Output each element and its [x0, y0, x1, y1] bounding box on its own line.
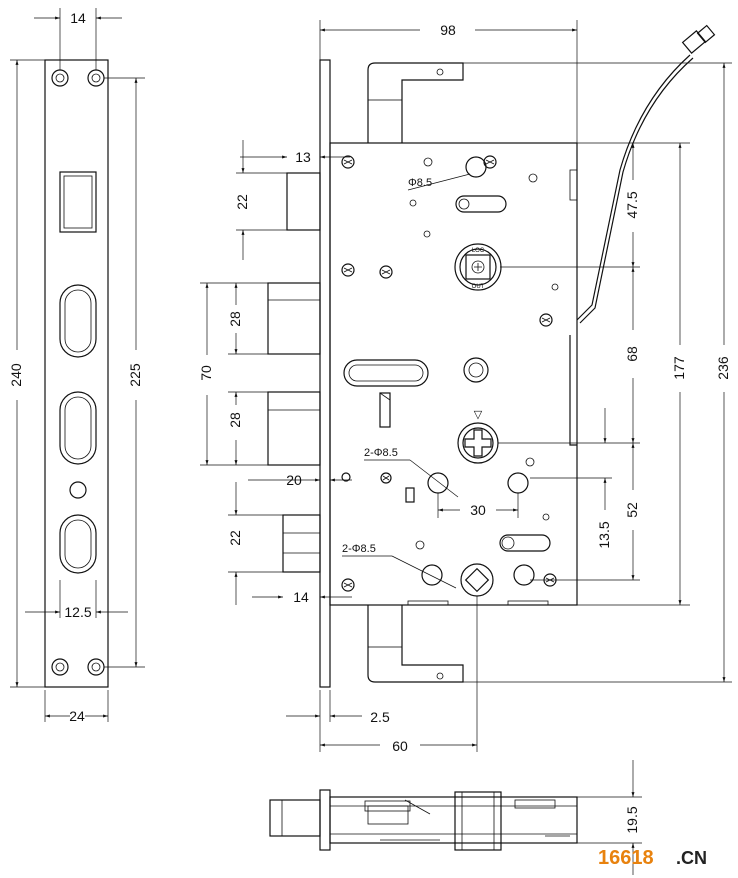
- side-case: [329, 796, 578, 844]
- cylinder-lock-label: LOC: [472, 248, 485, 254]
- square-spindle: [460, 563, 494, 597]
- lockbody-dim-28-a: 28: [227, 311, 243, 327]
- faceplate-dim-12-5: 12.5: [64, 604, 91, 620]
- lockbody-dim-98: 98: [440, 22, 456, 38]
- latch-upper: [267, 282, 321, 355]
- side-view: 19.5: [269, 760, 642, 875]
- spindle-hole-upper: [463, 357, 489, 383]
- small-rect: [405, 487, 415, 503]
- faceplate-dim-225: 225: [127, 363, 143, 387]
- lockbody-dim-13: 13: [295, 149, 311, 165]
- lockbody-dim-52: 52: [624, 502, 640, 518]
- lock-body: Φ8.5 LOC OUT ▽: [198, 20, 732, 754]
- bottom-lever: [367, 605, 464, 683]
- faceplate-slot-upper: [59, 284, 97, 358]
- lockbody-dim-68: 68: [624, 346, 640, 362]
- cross-spindle: [457, 422, 499, 464]
- lockbody-dim-177: 177: [671, 356, 687, 380]
- lower-hole-label: 2-Φ8.5: [342, 543, 376, 555]
- lockbody-dim-20: 20: [286, 472, 302, 488]
- faceplate-slot-middle: [59, 391, 97, 465]
- upper-hole-label: Φ8.5: [408, 177, 432, 189]
- top-lever: [367, 62, 464, 143]
- faceplate-deadbolt-opening: [59, 171, 97, 233]
- faceplate-dim-24: 24: [69, 708, 85, 724]
- lockbody-dim-70: 70: [198, 365, 214, 381]
- faceplate-center-hole: [69, 481, 87, 499]
- lockbody-dim-14-lower: 14: [293, 589, 309, 605]
- cylinder-out-label: OUT: [472, 284, 485, 290]
- faceplate: 14 240 225 12.5 24: [8, 8, 145, 724]
- lockbody-dim-22-upper: 22: [234, 194, 250, 210]
- lockbody-dim-22-lower: 22: [227, 530, 243, 546]
- wire: [576, 54, 691, 321]
- side-bolt: [269, 799, 321, 837]
- lower-hole-left: [421, 564, 443, 586]
- lock-case: [329, 142, 578, 606]
- middle-hole-label: 2-Φ8.5: [364, 447, 398, 459]
- middle-oval: [343, 359, 429, 387]
- faceplate-dim-240: 240: [8, 363, 24, 387]
- triangle-mark: ▽: [474, 409, 483, 421]
- deadbolt: [286, 172, 321, 231]
- right-strike: [569, 335, 577, 446]
- lockbody-dim-2-5: 2.5: [370, 709, 390, 725]
- lower-hole-right: [513, 564, 535, 586]
- watermark-suffix: .CN: [676, 848, 707, 868]
- middle-hole-right: [507, 472, 529, 494]
- lockbody-dim-13-5: 13.5: [596, 521, 612, 548]
- lockbody-dim-30: 30: [470, 502, 486, 518]
- side-dim-19-5: 19.5: [624, 806, 640, 833]
- lower-slot: [499, 534, 551, 552]
- wire-connector: [681, 30, 707, 54]
- lockbody-dim-236: 236: [715, 356, 731, 380]
- case-small-holes: [409, 157, 559, 550]
- cylinder-lock: LOC OUT: [454, 243, 502, 291]
- faceplate-outline: [44, 59, 109, 688]
- side-plate: [319, 789, 331, 851]
- side-hub: [454, 791, 502, 851]
- upper-hole: [465, 156, 487, 178]
- case-screws: [341, 155, 557, 592]
- faceplate-dim-14: 14: [70, 10, 86, 26]
- faceplate-slot-lower: [59, 514, 97, 574]
- lockbody-dim-28-b: 28: [227, 412, 243, 428]
- upper-slot: [455, 195, 507, 213]
- watermark: 16618 .CN: [598, 847, 707, 869]
- guide-slot: [379, 392, 391, 428]
- lockbody-dim-47-5: 47.5: [624, 191, 640, 218]
- watermark-number: 16618: [598, 847, 654, 869]
- latch-lower: [267, 391, 321, 466]
- lockbody-dim-60: 60: [392, 738, 408, 754]
- bottom-bolt: [282, 514, 321, 573]
- front-plate: [319, 59, 331, 688]
